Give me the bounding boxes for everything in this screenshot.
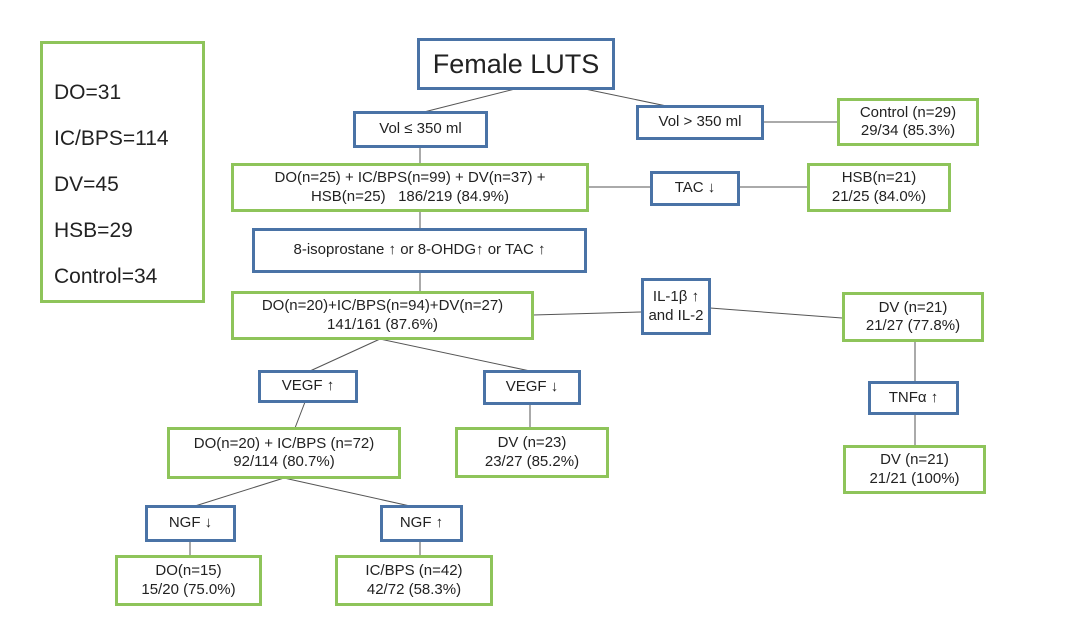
node-vol-low-label: Vol ≤ 350 ml [379,120,462,138]
node-tac-down: TAC ↓ [650,171,740,206]
node-control-line1: Control (n=29) [859,103,957,121]
node-vol-high-label: Vol > 350 ml [658,113,742,131]
node-group-b: DO(n=20)+IC/BPS(n=94)+DV(n=27) 141/161 (… [231,291,534,340]
node-dv-a-line1: DV (n=21) [878,298,948,316]
legend-item-dv: DV=45 [54,173,119,196]
root-node-female-luts: Female LUTS [417,38,615,90]
node-ngf-up: NGF ↑ [380,505,463,542]
edge-groupc-ngfdown [194,477,285,507]
node-oxidative-label: 8-isoprostane ↑ or 8-OHDG↑ or TAC ↑ [293,241,546,259]
node-vegf-up: VEGF ↑ [258,370,358,403]
edge-groupb-vegfup [309,338,381,372]
node-tac-down-label: TAC ↓ [674,179,716,197]
node-group-a: DO(n=25) + IC/BPS(n=99) + DV(n=37) + HSB… [231,163,589,212]
edge-groupb-il [532,311,642,316]
node-vol-high: Vol > 350 ml [636,105,764,140]
node-control: Control (n=29) 29/34 (85.3%) [837,98,979,146]
node-icbps-leaf-line2: 42/72 (58.3%) [366,580,462,598]
node-do-leaf-line1: DO(n=15) [155,562,222,580]
edge-groupb-vegfdown [379,338,531,372]
node-tnf-up: TNFα ↑ [868,381,959,415]
node-vol-low: Vol ≤ 350 ml [353,111,488,148]
node-dv-c-line2: 21/21 (100%) [869,469,960,487]
node-tnf-up-label: TNFα ↑ [888,388,939,406]
node-group-a-line1: DO(n=25) + IC/BPS(n=99) + DV(n=37) + [274,169,546,187]
node-dv-b: DV (n=23) 23/27 (85.2%) [455,427,609,478]
node-icbps-leaf-line1: IC/BPS (n=42) [365,562,463,580]
node-ngf-down-label: NGF ↓ [168,514,213,532]
node-hsb-line2: 21/25 (84.0%) [831,187,927,205]
legend-item-icbps: IC/BPS=114 [54,127,169,150]
node-vegf-down: VEGF ↓ [483,370,581,405]
node-dv-a-line2: 21/27 (77.8%) [865,317,961,334]
root-node-label: Female LUTS [432,48,600,79]
node-group-c-line2: 92/114 (80.7%) [233,453,335,470]
legend-item-do: DO=31 [54,81,122,104]
edge-vegfup-groupc [294,401,306,429]
node-vegf-down-label: VEGF ↓ [505,378,559,396]
edge-il-dva [709,307,843,319]
edge-root-vollow [419,88,516,114]
node-ngf-down: NGF ↓ [145,505,236,542]
node-group-c: DO(n=20) + IC/BPS (n=72) 92/114 (80.7%) [167,427,401,479]
node-dv-a: DV (n=21) 21/27 (77.8%) [842,292,984,342]
node-group-c-line1: DO(n=20) + IC/BPS (n=72) [193,434,375,452]
node-dv-c: DV (n=21) 21/21 (100%) [843,445,986,494]
node-dv-c-line1: DV (n=21) [880,451,949,469]
node-icbps-leaf: IC/BPS (n=42) 42/72 (58.3%) [335,555,493,606]
node-group-b-line2: 141/161 (87.6%) [327,315,438,333]
node-group-b-line1: DO(n=20)+IC/BPS(n=94)+DV(n=27) [261,297,504,315]
node-do-leaf-line2: 15/20 (75.0%) [141,580,236,598]
node-group-a-line2: HSB(n=25) 186/219 (84.9%) [310,187,510,205]
node-oxidative-markers: 8-isoprostane ↑ or 8-OHDG↑ or TAC ↑ [252,228,587,273]
node-do-leaf: DO(n=15) 15/20 (75.0%) [115,555,262,606]
node-control-line2: 29/34 (85.3%) [860,122,956,139]
node-hsb-line1: HSB(n=21) [841,169,917,187]
node-il-line2: and IL-2 [648,306,704,324]
node-interleukins: IL-1β ↑ and IL-2 [641,278,711,335]
edge-groupc-ngfup [283,477,411,507]
node-dv-b-line2: 23/27 (85.2%) [484,452,580,470]
node-dv-b-line1: DV (n=23) [497,434,567,452]
node-ngf-up-label: NGF ↑ [399,514,444,532]
node-hsb: HSB(n=21) 21/25 (84.0%) [807,163,951,212]
node-vegf-up-label: VEGF ↑ [281,377,335,395]
legend-item-hsb: HSB=29 [54,219,133,242]
group-count-legend: DO=31 IC/BPS=114 DV=45 HSB=29 Control=34 [40,41,205,303]
node-il-line1: IL-1β ↑ [652,288,700,306]
legend-item-control: Control=34 [54,265,158,288]
